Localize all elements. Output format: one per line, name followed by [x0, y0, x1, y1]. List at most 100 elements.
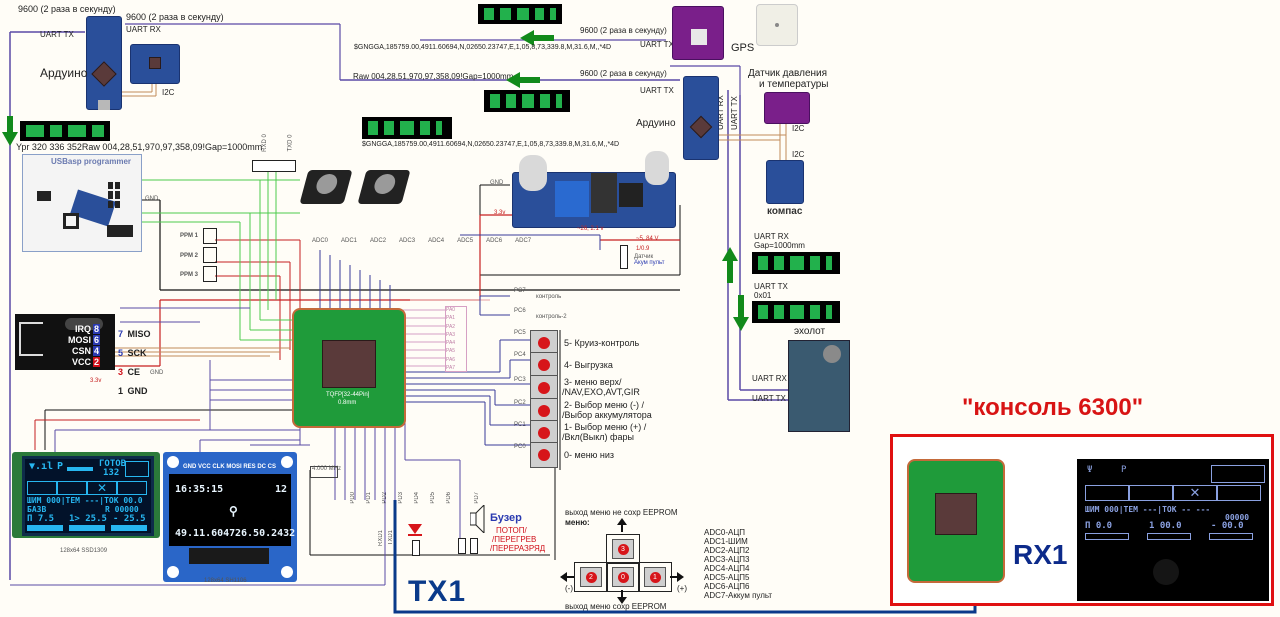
signal-bars-icon: ▼.ıl [29, 461, 54, 472]
ssd-value-c: - 25.5 [113, 514, 146, 524]
data-stream-strip-sonar-tx [752, 301, 840, 323]
ssd-status-number: 132 [103, 468, 120, 478]
joystick-knob [314, 174, 340, 194]
red-button-cap [538, 405, 550, 417]
keypad-key-3[interactable]: 3 [606, 534, 640, 564]
up-arrow-icon [722, 247, 738, 283]
buzzer-resistor-2 [470, 538, 478, 554]
button-row-4: PC4 4- Выгрузка [514, 352, 794, 378]
right-uart-tx-label: UART TX [730, 96, 739, 130]
arduino-nano-right [683, 76, 719, 160]
pa-label: PA5 [446, 348, 456, 355]
keypad-key-2[interactable]: 2 [574, 562, 608, 592]
ssd-bar-c [111, 525, 147, 531]
pc7-function-label: контроль [536, 294, 562, 300]
cable-ring [63, 213, 79, 229]
console-bar-c [1209, 533, 1253, 540]
console-value-a: П 0.0 [1085, 521, 1113, 531]
trimmer-pot [555, 181, 589, 217]
key-number: 1 [649, 571, 661, 583]
pa-label: PA4 [446, 340, 456, 347]
adc-trimmer-row: ADC0 ADC1 ADC2 ADC3 ADC4 ADC5 ADC6 ADC7 [312, 238, 531, 256]
usbasp-label: USBasp programmer [51, 157, 132, 166]
menu-down-button[interactable] [530, 442, 558, 468]
nrf-pin-irq: IRQ [75, 324, 92, 334]
flex-cable [189, 548, 269, 564]
button-label: 5- Круиз-контроль [564, 338, 640, 348]
txd0-label: TXD 0 [287, 134, 294, 152]
uart-header [252, 160, 296, 172]
compass-board [766, 160, 804, 204]
gnd-label-nrf: GND [150, 370, 164, 376]
crystal-oscillator [310, 466, 338, 478]
ssd-row4-left: БАЗВ [27, 505, 47, 514]
keypad-key-1[interactable]: 1 [638, 562, 672, 592]
menu-label: меню: [565, 518, 590, 527]
mount-hole [281, 456, 293, 468]
nrf-pin-mosi: MOSI [68, 335, 92, 345]
sonar-module [788, 340, 850, 432]
pressure-sensor-board [764, 92, 810, 124]
isp-connector [37, 191, 51, 201]
adc-label: ADC0 [312, 238, 329, 244]
baud-label-top-left: 9600 (2 раза в секунду) [18, 4, 116, 14]
up-arrow-icon [617, 518, 627, 532]
left-arrow-icon [506, 72, 540, 88]
divider-resistor [620, 245, 628, 269]
red-button-cap [538, 359, 550, 371]
joystick-knob [372, 174, 398, 194]
sonar-cmd-label: 0x01 [754, 291, 772, 300]
light-icon [117, 481, 147, 495]
console-row-pwm: ШИМ 000|ТЕМ ---|ТОК -- --- [1085, 505, 1211, 514]
x-icon: ✕ [87, 481, 117, 495]
ssd-value-a: П 7.5 [27, 514, 55, 524]
x-icon: ✕ [1173, 485, 1217, 501]
console-value-c: - 00.0 [1211, 521, 1244, 531]
arduino-uart-tx-label: UART TX [640, 86, 674, 95]
red-button-cap [538, 382, 550, 394]
adc-legend-item: ADC0-АЦП [704, 528, 746, 537]
cruise-control-button[interactable] [530, 330, 558, 356]
pd-label: PD1 [366, 492, 372, 504]
menu-plus-button[interactable] [530, 420, 558, 446]
button-label-2: /NAV,EXO,AVT,GIR [562, 387, 640, 397]
arduino-nano-left [86, 16, 122, 110]
button-row-0: PC0 0- меню низ [514, 442, 794, 468]
sonar-pin-tx: UART TX [752, 394, 786, 403]
adc-label: ADC1 [341, 238, 358, 244]
voltage-in-label: ~26, 2.1 v [577, 226, 604, 232]
sonar-uart-rx-label: UART RX [754, 232, 789, 241]
nrf-pin-ce: CE [127, 367, 140, 377]
unload-button[interactable] [530, 352, 558, 378]
menu-minus-button[interactable] [530, 398, 558, 424]
mcu-chip-sub-label: 0.8mm [338, 400, 357, 406]
gps-label: GPS [731, 42, 755, 54]
sh-longitude: 26.50.2432 [235, 528, 296, 539]
menu-up-button[interactable] [530, 375, 558, 401]
console-p-label: P [1121, 465, 1127, 475]
keypad-key-0[interactable]: 0 [606, 562, 640, 592]
pa-label: PA3 [446, 331, 456, 338]
adc-legend-item: ADC1-ШИМ [704, 537, 748, 546]
red-button-cap [538, 337, 550, 349]
adc-label: ADC3 [399, 238, 416, 244]
sensor-sub-label: Акум пульт [634, 260, 665, 266]
dc-dc-converter [512, 151, 676, 228]
data-stream-strip-raw [484, 90, 570, 112]
red-button-cap [538, 427, 550, 439]
nrf-right-pins: 7 MISO 5 SCK 3 CE 1 GND [118, 324, 150, 399]
joystick-2 [357, 170, 411, 204]
ssd1309-display-module: ▼.ıl P ГОТОВ 132 ✕ ШИМ 000|ТЕМ ---|ТОК 0… [12, 452, 160, 538]
tx1-label: TX1 [408, 575, 467, 608]
capacitor-2 [645, 151, 669, 185]
ppm3-label: PPM 3 [180, 272, 199, 278]
ppm1-connector [203, 228, 217, 244]
nrf-pin-miso: MISO [127, 329, 151, 339]
sensor-label: Датчик [634, 254, 654, 260]
nrf-pin-gnd: GND [127, 386, 148, 396]
adc-legend-item: ADC7-Аккум пульт [704, 591, 773, 600]
button-pin-label: PC5 [514, 330, 526, 336]
button-label-2: /Выбор аккумулятора [562, 410, 652, 420]
pc6-label: PC6 [514, 308, 526, 314]
nrf-num-3: 3 [118, 367, 124, 377]
